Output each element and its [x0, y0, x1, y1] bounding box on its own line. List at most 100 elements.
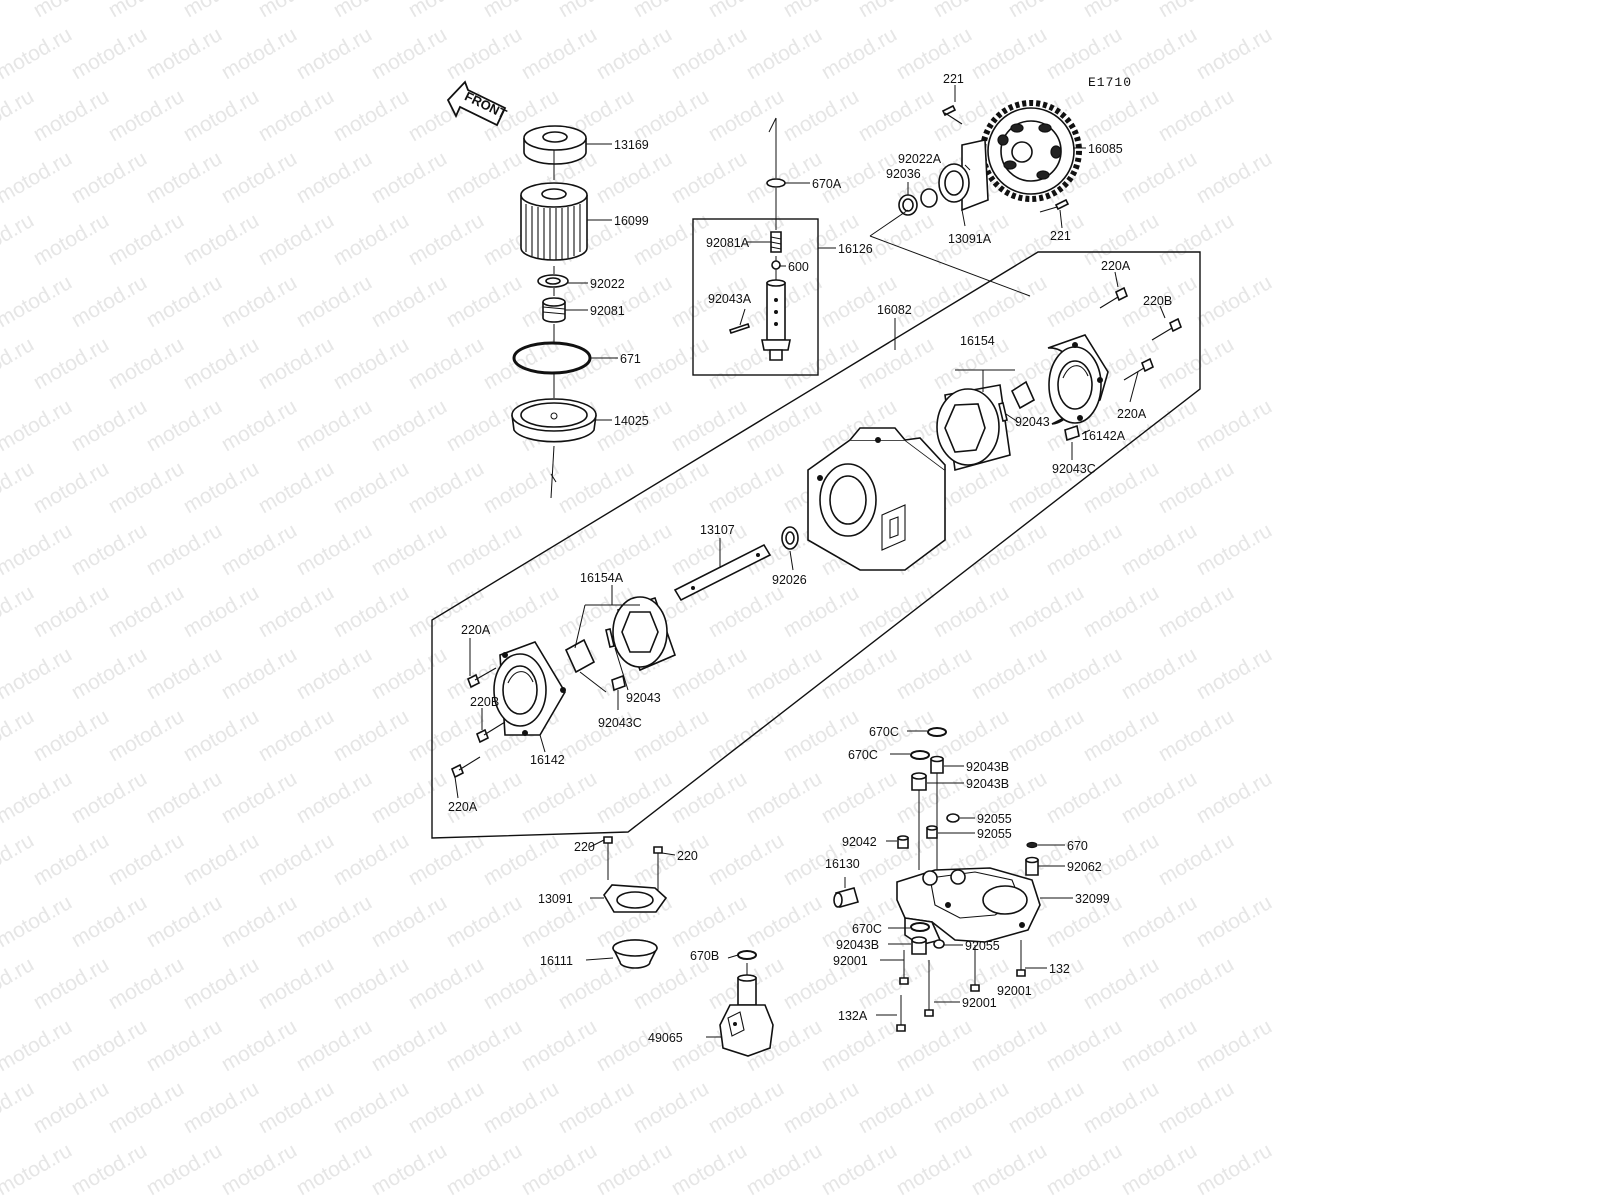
dowel-92043C-top — [1064, 424, 1080, 442]
plate-16154A — [564, 638, 596, 674]
o-ring-671 — [512, 341, 592, 375]
collar-92022A — [920, 188, 938, 208]
label-92022: 92022 — [590, 277, 625, 291]
front-arrow: FRONT — [446, 80, 509, 127]
collar-92043B-1 — [930, 755, 944, 774]
label-132A: 132A — [838, 1009, 868, 1023]
rotor-16154A — [612, 596, 677, 672]
label-13169: 13169 — [614, 138, 649, 152]
label-16142: 16142 — [530, 753, 565, 767]
label-220-left: 220 — [574, 840, 595, 854]
label-16111: 16111 — [540, 954, 573, 968]
plug-92042 — [897, 835, 909, 849]
pump-cover-16142A — [1047, 334, 1109, 425]
label-16154: 16154 — [960, 334, 995, 348]
plug-92055-1 — [946, 813, 960, 823]
o-ring-670C-1 — [927, 727, 947, 737]
plate-16154 — [1010, 380, 1036, 410]
bolt-92001-1 — [899, 950, 909, 985]
screw-221-top — [941, 104, 963, 125]
plug-92055-2 — [926, 825, 938, 839]
key-92043-left — [605, 628, 615, 648]
label-670C-3: 670C — [852, 922, 882, 936]
bolt-220B-left — [475, 721, 506, 744]
oil-filter-16099 — [520, 182, 588, 261]
filter-cover-13169 — [523, 125, 587, 165]
label-92055-3: 92055 — [965, 939, 1000, 953]
o-ring-670C-2 — [910, 750, 930, 760]
pump-body — [807, 427, 946, 571]
screw-220-left — [603, 836, 613, 880]
bolt-220B-top — [1151, 317, 1183, 341]
label-132: 132 — [1049, 962, 1070, 976]
collar-92043B-2 — [911, 772, 927, 791]
label-16099: 16099 — [614, 214, 649, 228]
label-92055-2: 92055 — [977, 827, 1012, 841]
bolt-132 — [1016, 940, 1026, 977]
label-670B: 670B — [690, 949, 719, 963]
washer-92026 — [781, 526, 799, 550]
o-ring-670C-3 — [910, 922, 930, 932]
label-92001-2: 92001 — [997, 984, 1032, 998]
label-92043B-3: 92043B — [836, 938, 879, 952]
label-92081: 92081 — [590, 304, 625, 318]
pump-assembly-frame — [431, 251, 1201, 839]
label-220B-top: 220B — [1143, 294, 1172, 308]
label-220A-top: 220A — [1101, 259, 1131, 273]
rotor-16154 — [936, 384, 1011, 472]
key-92043-top — [998, 402, 1008, 422]
strainer-16111 — [612, 939, 658, 969]
label-16142A: 16142A — [1082, 429, 1126, 443]
label-92043C-left: 92043C — [598, 716, 642, 730]
oil-passage-housing-32099 — [896, 867, 1041, 946]
label-13091A: 13091A — [948, 232, 992, 246]
o-ring-670B — [737, 950, 757, 960]
label-92022A: 92022A — [898, 152, 942, 166]
bolt-220A-left — [466, 667, 497, 689]
label-92043C-top: 92043C — [1052, 462, 1096, 476]
collar-92043B-3 — [911, 936, 927, 955]
label-16082: 16082 — [877, 303, 912, 317]
label-92062: 92062 — [1067, 860, 1102, 874]
label-671: 671 — [620, 352, 641, 366]
label-13091: 13091 — [538, 892, 573, 906]
label-49065: 49065 — [648, 1031, 683, 1045]
dowel-92043C-left — [611, 674, 626, 692]
washer-92022 — [537, 274, 569, 288]
filter-axis — [550, 150, 557, 499]
label-92001-1: 92001 — [833, 954, 868, 968]
label-92043-left: 92043 — [626, 691, 661, 705]
screw-221-bottom — [1039, 198, 1070, 213]
bolt-220A-top — [1099, 286, 1129, 309]
label-670: 670 — [1067, 839, 1088, 853]
label-221-bottom: 221 — [1050, 229, 1071, 243]
label-16126: 16126 — [838, 242, 873, 256]
pump-gear-16085 — [980, 100, 1082, 202]
label-221-top: 221 — [943, 72, 964, 86]
washer-92036 — [898, 194, 918, 216]
label-92055-1: 92055 — [977, 812, 1012, 826]
label-220A-left: 220A — [461, 623, 491, 637]
label-92043A: 92043A — [708, 292, 752, 306]
label-13107: 13107 — [700, 523, 735, 537]
pump-shaft-13107 — [673, 543, 772, 602]
label-670C-1: 670C — [869, 725, 899, 739]
spring-92081 — [542, 297, 566, 323]
plug-92062 — [1025, 856, 1039, 876]
bolt-92001-3 — [924, 960, 934, 1017]
label-92081A: 92081A — [706, 236, 750, 250]
relief-valve-group-16126 — [692, 117, 819, 376]
strainer-holder-13091 — [603, 884, 668, 913]
label-92001-3: 92001 — [962, 996, 997, 1010]
label-600: 600 — [788, 260, 809, 274]
gear-holder-13091A — [938, 139, 989, 212]
label-16154A: 16154A — [580, 571, 624, 585]
screw-220-right — [653, 846, 663, 890]
label-220-right: 220 — [677, 849, 698, 863]
label-14025: 14025 — [614, 414, 649, 428]
pump-cover-16142 — [493, 641, 566, 736]
nozzle-16130 — [833, 887, 859, 908]
label-92043B-2: 92043B — [966, 777, 1009, 791]
label-670C-2: 670C — [848, 748, 878, 762]
